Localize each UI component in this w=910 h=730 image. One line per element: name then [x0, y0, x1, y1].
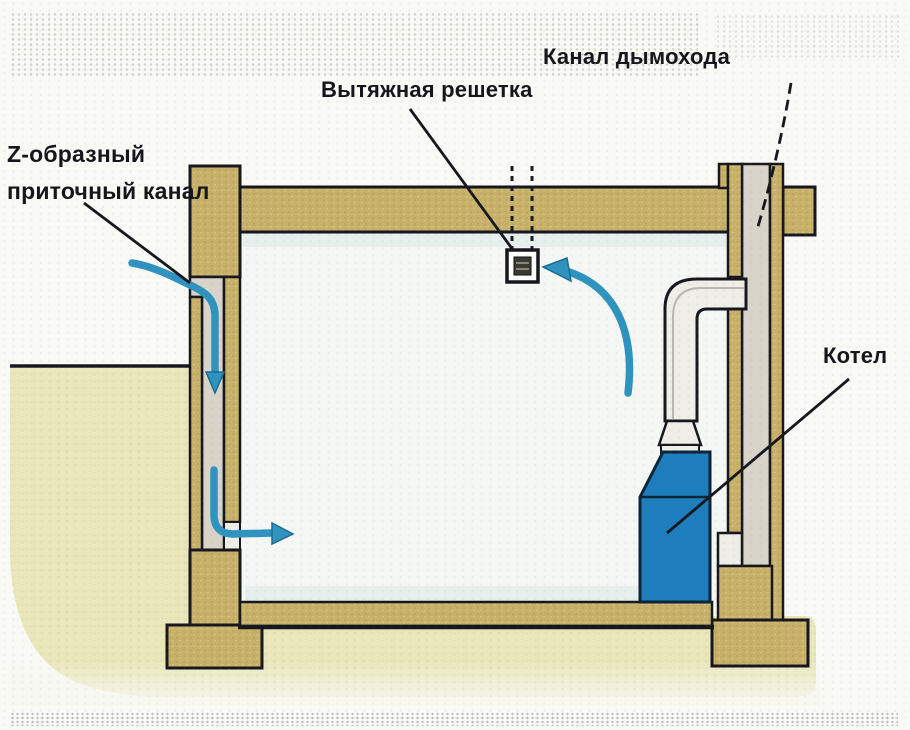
left-wall-inner-leaf: [222, 275, 242, 524]
chimney-stack-cap: [717, 162, 730, 190]
right-wall-base: [716, 564, 774, 622]
chimney-flue-cavity: [740, 162, 772, 568]
right-wall-inner-leaf-upper: [726, 162, 744, 279]
right-wall-inner-leaf-lower: [726, 303, 744, 535]
left-wall-top: [188, 164, 242, 279]
draft-hood: [657, 419, 703, 447]
airflow-exhaust-arrow: [562, 267, 634, 397]
leader-boiler: [666, 377, 850, 535]
label-supply-channel-line1: Z-образный: [7, 141, 146, 167]
soil-fade: [8, 660, 820, 706]
label-exhaust-grille: Вытяжная решетка: [321, 77, 533, 102]
ceiling-shadow: [243, 232, 726, 247]
left-wall-footing: [165, 623, 264, 670]
leader-supply-channel: [83, 201, 191, 285]
floor-slab: [238, 600, 714, 628]
chimney-cleanout-step: [716, 531, 744, 568]
right-wall-outer-leaf: [768, 162, 785, 622]
label-boiler: Котел: [823, 343, 888, 368]
airflow-inlet-arrow: [128, 259, 219, 376]
airflow-inlet-arrowhead: [204, 371, 226, 395]
flue-pipe: [663, 277, 748, 423]
right-wall-footing: [710, 618, 810, 668]
left-wall-outer-leaf: [188, 295, 204, 552]
ceiling-stub-right: [781, 185, 817, 237]
floor-highlight: [245, 586, 710, 602]
flue-pipe-shade-line: [672, 287, 744, 421]
airflow-outlet-arrowhead: [271, 521, 295, 546]
label-supply-channel: Z-образный приточный канал: [7, 136, 210, 210]
left-wall-bottom: [188, 548, 242, 627]
leader-exhaust-grille: [408, 108, 515, 251]
leader-chimney-channel: [755, 82, 793, 231]
label-supply-channel-line2: приточный канал: [7, 178, 210, 204]
airflow-exhaust-arrowhead: [541, 256, 572, 283]
airflow-outlet-arrow: [210, 466, 276, 538]
label-chimney-channel: Канал дымохода: [543, 44, 731, 69]
exhaust-grille-core: [513, 256, 532, 276]
